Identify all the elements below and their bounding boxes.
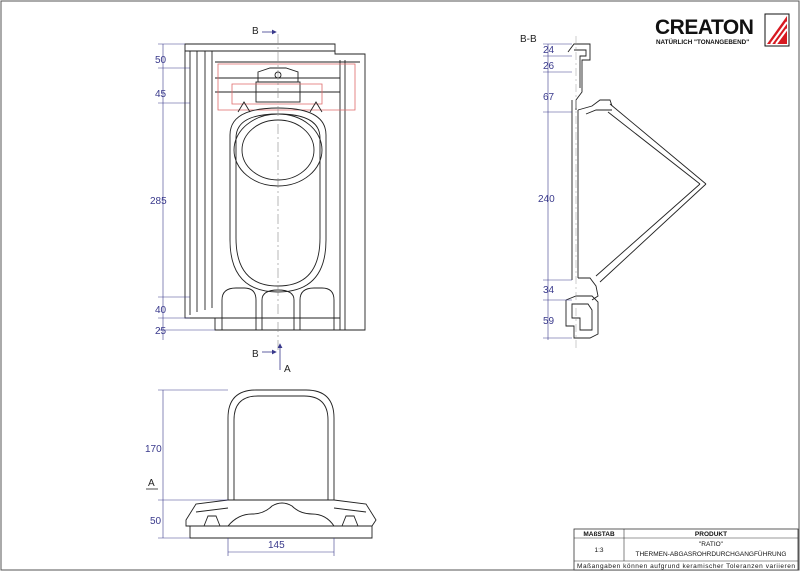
tb-note: Maßangaben können aufgrund keramischer T…	[577, 563, 795, 570]
front-mark-a: A	[148, 478, 155, 489]
title-block: MAßSTAB PRODUKT 1:3 "RATIO" THERMEN-ABGA…	[573, 528, 799, 571]
logo-slogan: NATÜRLICH "TONANGEBEND"	[656, 37, 749, 46]
dim-sec-24: 24	[543, 45, 555, 56]
dim-top-25: 25	[155, 326, 167, 337]
tb-scale-header: MAßSTAB	[583, 531, 615, 538]
dim-top-285: 285	[150, 196, 167, 207]
top-view	[184, 34, 366, 350]
dim-front-50: 50	[150, 516, 162, 527]
dim-top-40: 40	[155, 305, 167, 316]
front-view-marks: A	[146, 478, 158, 490]
logo-mark-icon	[764, 13, 790, 47]
dim-sec-240: 240	[538, 194, 555, 205]
logo-wordmark: CREATON	[655, 16, 753, 39]
dim-sec-26: 26	[543, 61, 555, 72]
creaton-logo: CREATON NATÜRLICH "TONANGEBEND"	[655, 13, 790, 47]
dim-top-45: 45	[155, 89, 167, 100]
dim-sec-34: 34	[543, 285, 555, 296]
tb-product-header: PRODUKT	[695, 531, 727, 538]
top-view-dimensions	[158, 43, 215, 340]
dim-front-145: 145	[268, 540, 285, 551]
dim-sec-67: 67	[543, 92, 555, 103]
dim-top-50: 50	[155, 55, 167, 66]
tb-scale: 1:3	[594, 547, 603, 554]
top-view-marks: B B A	[252, 26, 291, 375]
dim-front-170: 170	[145, 444, 162, 455]
front-view	[185, 389, 377, 539]
front-dimensions	[158, 389, 335, 556]
section-dimensions	[543, 43, 572, 340]
dim-sec-59: 59	[543, 316, 555, 327]
section-mark-top: B	[252, 26, 259, 37]
tb-product-desc: THERMEN-ABGASROHRDURCHGANGFÜHRUNG	[636, 550, 787, 558]
arrow-mark-a: A	[284, 364, 291, 375]
tb-product-name: "RATIO"	[699, 541, 724, 548]
section-mark-bottom: B	[252, 349, 259, 360]
section-view	[565, 36, 707, 350]
section-title: B-B	[520, 34, 537, 45]
